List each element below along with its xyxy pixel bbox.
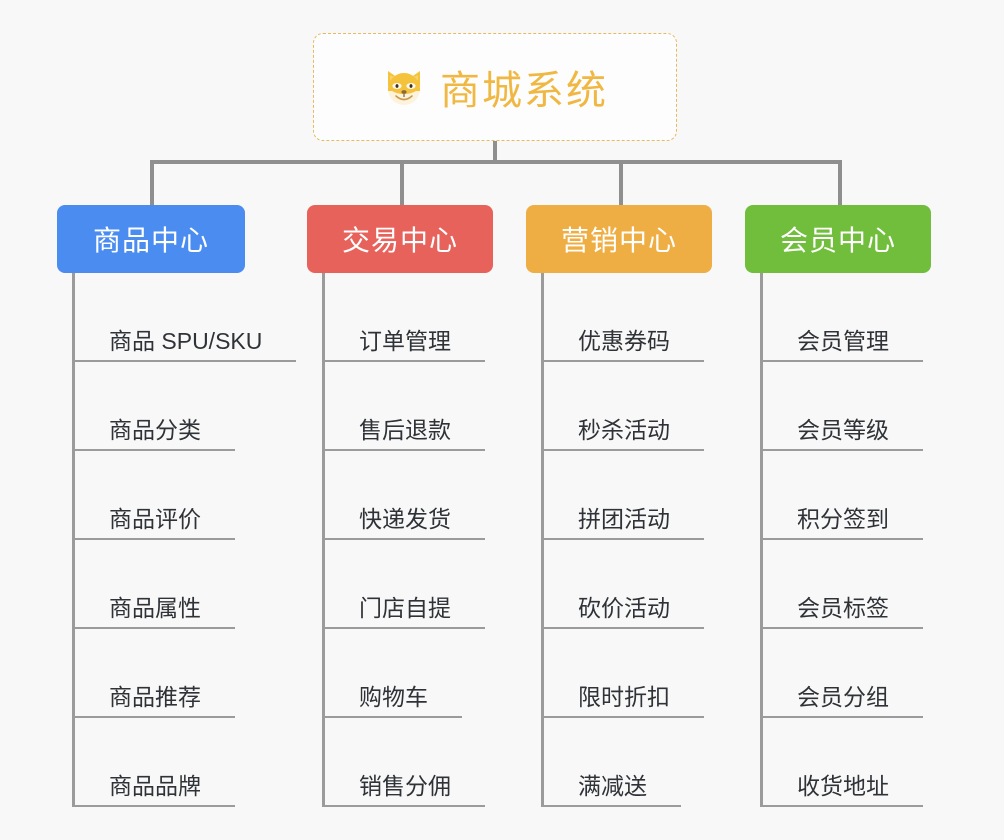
leaf-item[interactable]: 快递发货 (322, 451, 493, 540)
leaf-list-marketing-center: 优惠券码秒杀活动拼团活动砍价活动限时折扣满减送 (541, 273, 712, 807)
leaf-item-label: 砍价活动 (544, 596, 704, 629)
dog-face-icon (382, 65, 426, 109)
connector-trunk-vertical (493, 141, 497, 163)
leaf-item-label: 收货地址 (763, 774, 923, 807)
branch-header-member-center[interactable]: 会员中心 (745, 205, 931, 273)
leaf-item-label: 商品品牌 (75, 774, 235, 807)
leaf-item-label: 快递发货 (325, 507, 485, 540)
connector-drop-3 (619, 160, 623, 207)
leaf-spine (541, 273, 544, 807)
leaf-item-label: 优惠券码 (544, 329, 704, 362)
branch-header-product-center[interactable]: 商品中心 (57, 205, 245, 273)
leaf-item[interactable]: 订单管理 (322, 273, 493, 362)
connector-drop-4 (838, 160, 842, 207)
branch-column-product-center: 商品中心商品 SPU/SKU 商品分类商品评价商品属性商品推荐商品品牌 (57, 205, 297, 807)
leaf-item[interactable]: 收货地址 (760, 718, 931, 807)
leaf-list-member-center: 会员管理会员等级积分签到会员标签会员分组收货地址 (760, 273, 931, 807)
leaf-item-label: 门店自提 (325, 596, 485, 629)
leaf-item-label: 限时折扣 (544, 685, 704, 718)
leaf-item-label: 积分签到 (763, 507, 923, 540)
leaf-item-label: 商品 SPU/SKU (75, 329, 297, 362)
leaf-item[interactable]: 商品评价 (72, 451, 245, 540)
leaf-item-label: 会员管理 (763, 329, 923, 362)
leaf-item-label: 商品属性 (75, 596, 235, 629)
leaf-item[interactable]: 会员管理 (760, 273, 931, 362)
leaf-item-label: 售后退款 (325, 418, 485, 451)
leaf-spine (322, 273, 325, 807)
leaf-item-label: 商品分类 (75, 418, 235, 451)
leaf-item[interactable]: 限时折扣 (541, 629, 712, 718)
leaf-item[interactable]: 商品分类 (72, 362, 245, 451)
leaf-item-label: 拼团活动 (544, 507, 704, 540)
leaf-item[interactable]: 商品品牌 (72, 718, 245, 807)
connector-drop-2 (400, 160, 404, 207)
leaf-spine (72, 273, 75, 807)
root-node[interactable]: 商城系统 (313, 33, 677, 141)
leaf-item[interactable]: 优惠券码 (541, 273, 712, 362)
leaf-item-label: 订单管理 (325, 329, 485, 362)
leaf-item[interactable]: 会员等级 (760, 362, 931, 451)
leaf-item[interactable]: 满减送 (541, 718, 712, 807)
leaf-item[interactable]: 会员标签 (760, 540, 931, 629)
branch-column-trade-center: 交易中心订单管理售后退款快递发货门店自提购物车销售分佣 (307, 205, 493, 807)
branch-header-label: 交易中心 (341, 225, 458, 256)
leaf-item[interactable]: 销售分佣 (322, 718, 493, 807)
leaf-item[interactable]: 售后退款 (322, 362, 493, 451)
leaf-item-label: 会员分组 (763, 685, 923, 718)
leaf-item[interactable]: 会员分组 (760, 629, 931, 718)
leaf-item[interactable]: 砍价活动 (541, 540, 712, 629)
leaf-item[interactable]: 商品推荐 (72, 629, 245, 718)
leaf-spine (760, 273, 763, 807)
leaf-item-label: 秒杀活动 (544, 418, 704, 451)
branch-header-marketing-center[interactable]: 营销中心 (526, 205, 712, 273)
leaf-item[interactable]: 秒杀活动 (541, 362, 712, 451)
leaf-item[interactable]: 拼团活动 (541, 451, 712, 540)
branch-header-label: 会员中心 (779, 225, 896, 256)
connector-drop-1 (150, 160, 154, 207)
connector-trunk-horizontal (150, 160, 840, 164)
branch-header-trade-center[interactable]: 交易中心 (307, 205, 493, 273)
leaf-item-label: 会员标签 (763, 596, 923, 629)
leaf-list-product-center: 商品 SPU/SKU 商品分类商品评价商品属性商品推荐商品品牌 (72, 273, 297, 807)
branch-column-marketing-center: 营销中心优惠券码秒杀活动拼团活动砍价活动限时折扣满减送 (526, 205, 712, 807)
leaf-item[interactable]: 商品属性 (72, 540, 245, 629)
branch-header-label: 营销中心 (560, 225, 677, 256)
leaf-item-label: 购物车 (325, 685, 462, 718)
leaf-item-label: 商品评价 (75, 507, 235, 540)
branch-column-member-center: 会员中心会员管理会员等级积分签到会员标签会员分组收货地址 (745, 205, 931, 807)
leaf-item-label: 商品推荐 (75, 685, 235, 718)
leaf-item-label: 销售分佣 (325, 774, 485, 807)
leaf-item[interactable]: 商品 SPU/SKU (72, 273, 297, 362)
root-title: 商城系统 (440, 69, 608, 113)
leaf-item[interactable]: 门店自提 (322, 540, 493, 629)
leaf-item-label: 满减送 (544, 774, 681, 807)
leaf-list-trade-center: 订单管理售后退款快递发货门店自提购物车销售分佣 (322, 273, 493, 807)
leaf-item[interactable]: 积分签到 (760, 451, 931, 540)
leaf-item[interactable]: 购物车 (322, 629, 493, 718)
branch-header-label: 商品中心 (92, 225, 209, 256)
leaf-item-label: 会员等级 (763, 418, 923, 451)
